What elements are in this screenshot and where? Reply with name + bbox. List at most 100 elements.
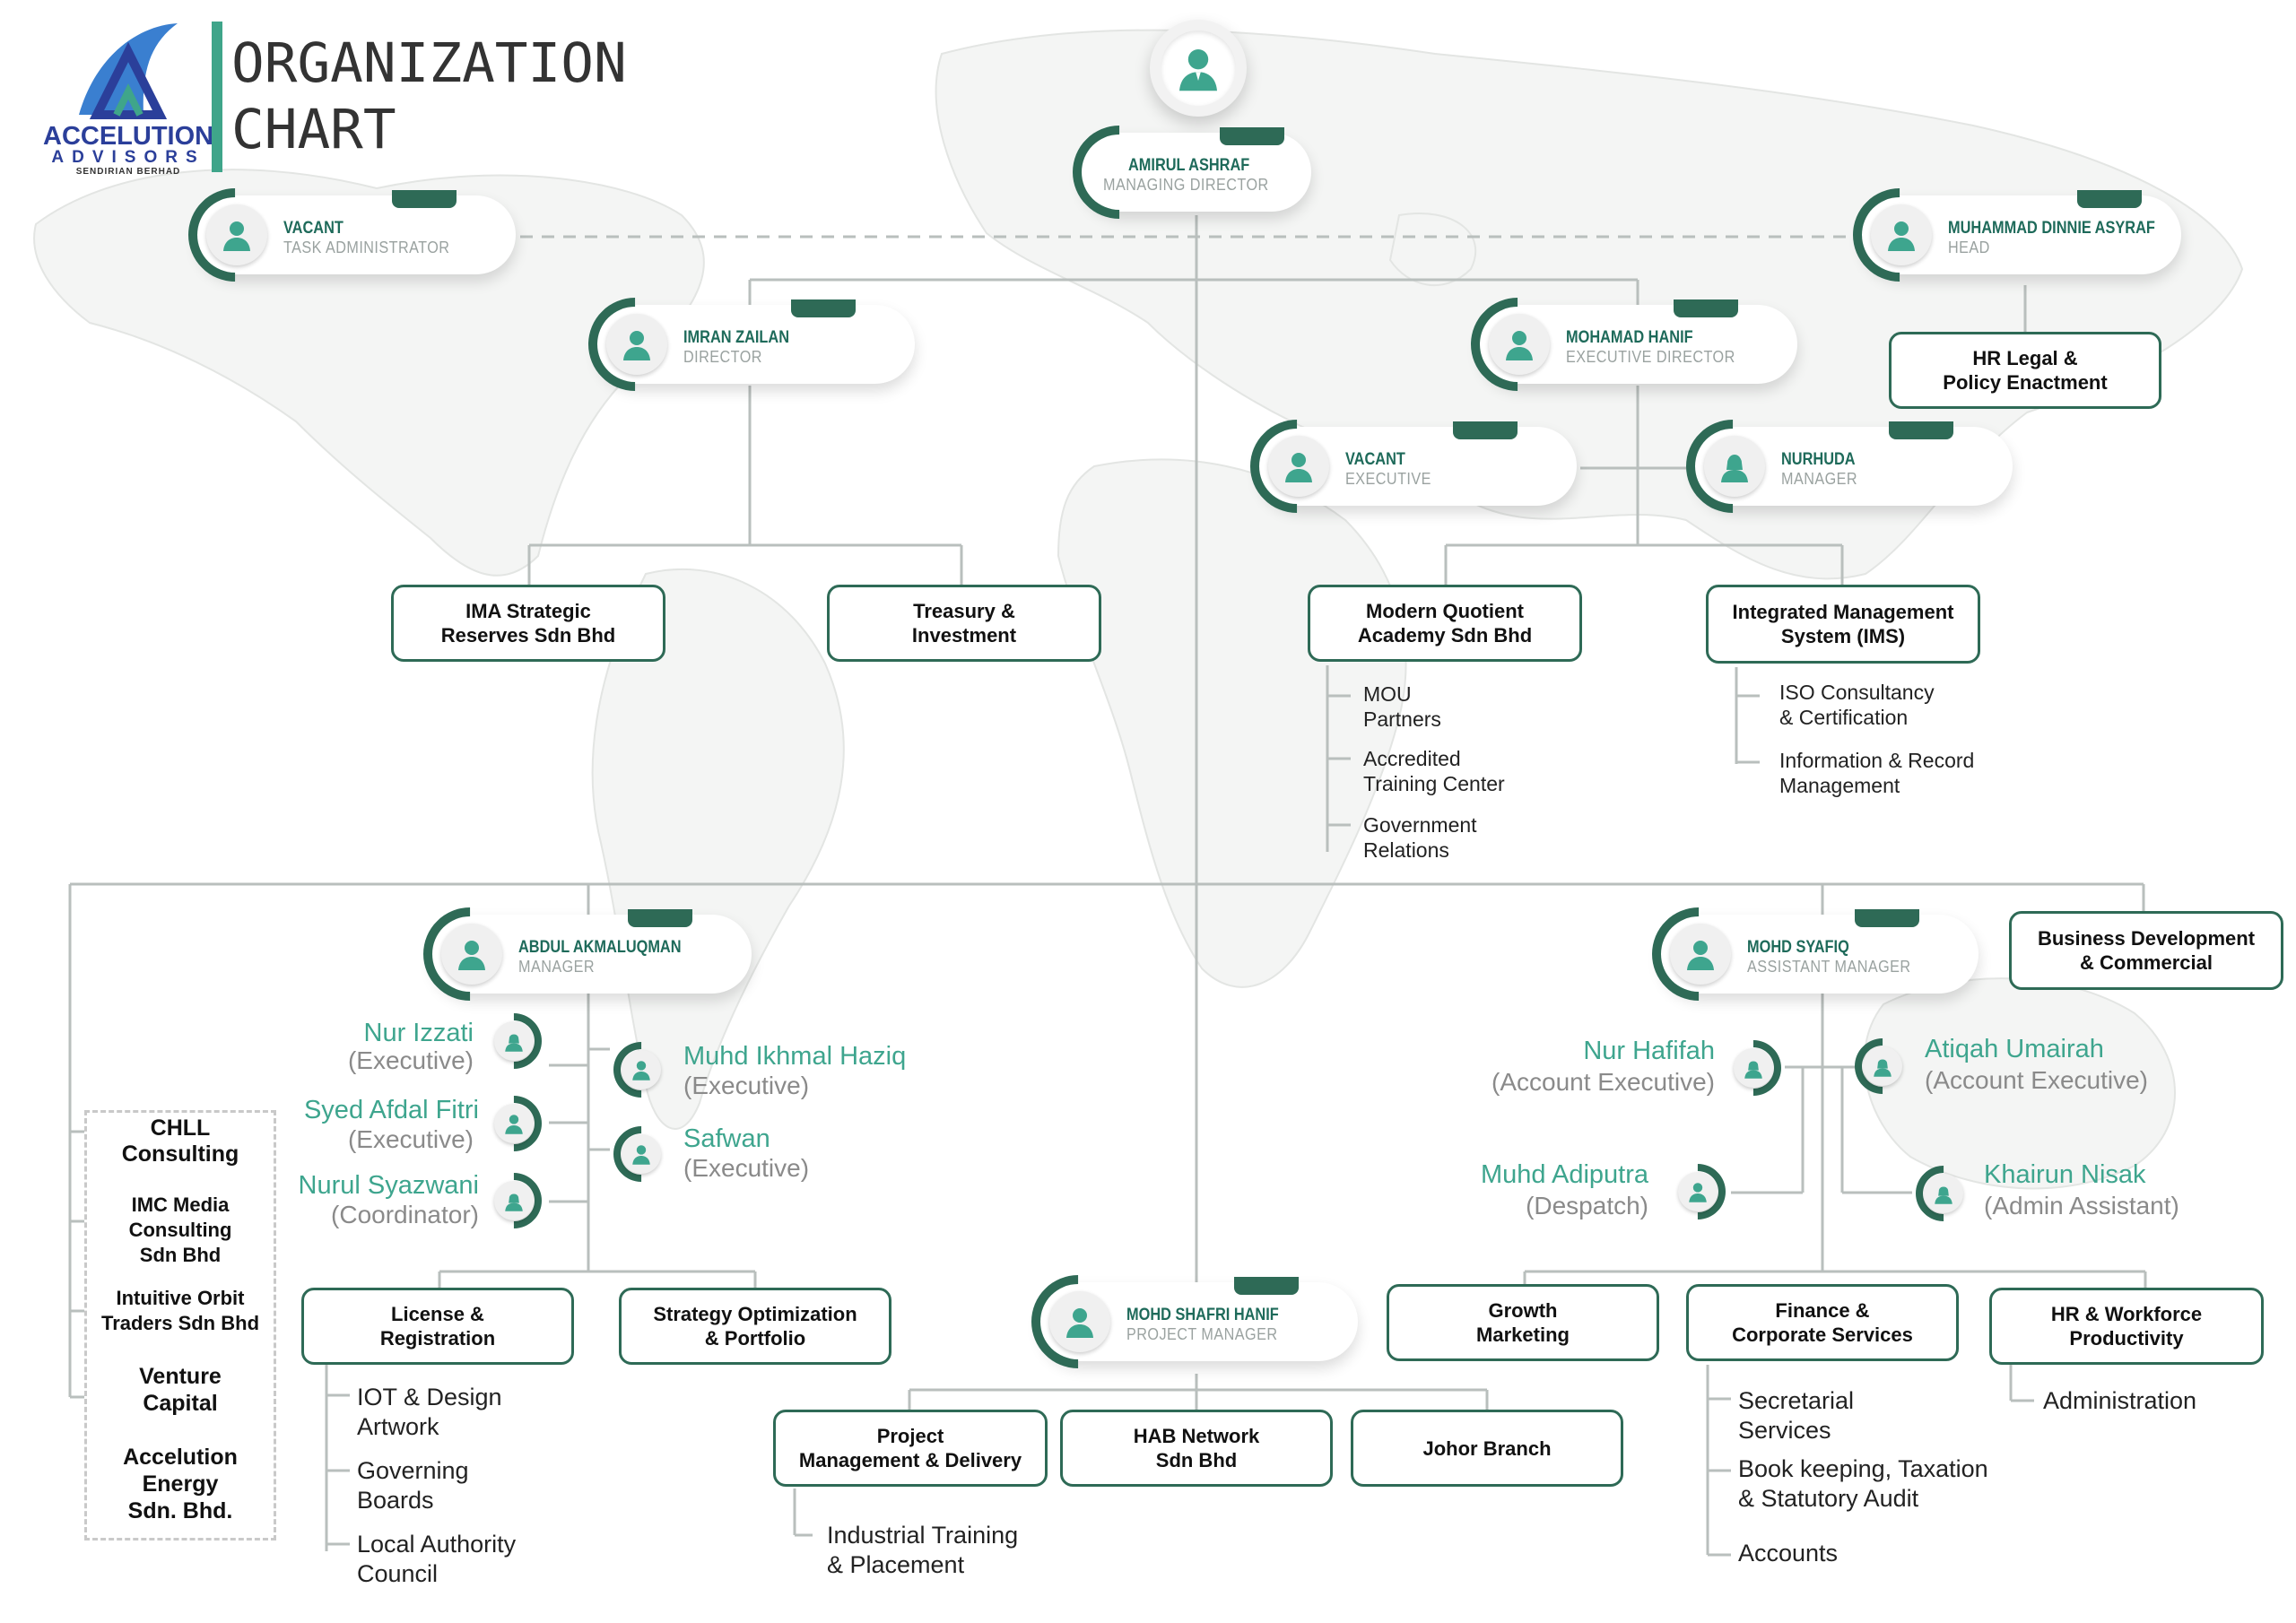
unit-license[interactable]: License & Registration: [301, 1288, 574, 1365]
company-logo: ACCELUTION ADVISORS SENDIRIAN BERHAD: [43, 16, 213, 178]
person-avatar: [606, 314, 667, 375]
person-avatar: [1489, 314, 1550, 375]
title-line2: CHART: [231, 98, 396, 161]
person-name: AMIRUL ASHRAF: [1128, 156, 1250, 175]
sub-item: Governing Boards: [357, 1457, 469, 1514]
unit-hr-legal[interactable]: HR Legal & Policy Enactment: [1889, 332, 2161, 409]
person-avatar: [1670, 924, 1731, 985]
person-avatar: [1268, 436, 1329, 497]
logo-line3: SENDIRIAN BERHAD: [75, 167, 181, 177]
unit-business-development[interactable]: Business Development & Commercial: [2009, 911, 2283, 990]
person-icon: [1506, 331, 1533, 360]
unit-johor-branch[interactable]: Johor Branch: [1351, 1410, 1623, 1487]
unit-hr-workforce[interactable]: HR & Workforce Productivity: [1989, 1288, 2264, 1365]
person-role: PROJECT MANAGER: [1126, 1325, 1278, 1343]
managing-director-avatar: [1150, 20, 1247, 117]
person-card-project-manager[interactable]: MOHD SHAFRI HANIF PROJECT MANAGER: [1012, 1255, 1358, 1388]
person-card-director[interactable]: IMRAN ZAILAN DIRECTOR: [569, 278, 915, 411]
affiliate-chll[interactable]: CHLL Consulting: [121, 1115, 239, 1167]
person-female-icon: [505, 1193, 523, 1211]
unit-project-management[interactable]: Project Management & Delivery: [773, 1410, 1048, 1487]
unit-label: Johor Branch: [1422, 1436, 1552, 1460]
unit-label: Growth Marketing: [1476, 1299, 1570, 1346]
title-accent-bar: [212, 22, 222, 172]
title-line1: ORGANIZATION: [231, 31, 627, 95]
person-card-executive[interactable]: VACANT EXECUTIVE: [1231, 400, 1577, 533]
person-avatar: [1704, 436, 1765, 497]
affiliate-accelution-energy[interactable]: Accelution Energy Sdn. Bhd.: [123, 1445, 238, 1523]
staff-role: (Executive): [347, 1046, 474, 1074]
sub-item: Accounts: [1738, 1540, 1839, 1567]
person-role: ASSISTANT MANAGER: [1747, 958, 1911, 976]
person-name: IMRAN ZAILAN: [683, 328, 789, 347]
sub-item: Secretarial Services: [1738, 1387, 1855, 1444]
person-card-manager-abdul[interactable]: ABDUL AKMALUQMAN MANAGER: [404, 888, 752, 1020]
unit-strategy[interactable]: Strategy Optimization & Portfolio: [619, 1288, 891, 1365]
staff-avatar: [1714, 1028, 1793, 1107]
unit-ims[interactable]: Integrated Management System (IMS): [1706, 585, 1980, 664]
person-icon: [632, 1061, 650, 1081]
staff-name: Safwan: [683, 1124, 770, 1153]
unit-finance[interactable]: Finance & Corporate Services: [1686, 1284, 1959, 1361]
person-name: ABDUL AKMALUQMAN: [518, 938, 682, 957]
unit-label: IMA Strategic Reserves Sdn Bhd: [440, 600, 616, 647]
sub-item: IOT & Design Artwork: [357, 1384, 502, 1440]
person-role: TASK ADMINISTRATOR: [283, 239, 450, 256]
unit-label: Integrated Management System (IMS): [1732, 601, 1954, 647]
sub-item: Book keeping, Taxation & Statutory Audit: [1738, 1455, 1988, 1512]
person-icon: [1066, 1308, 1093, 1338]
staff-name: Nur Izzati: [363, 1019, 474, 1047]
person-card-manager-nurhuda[interactable]: NURHUDA MANAGER: [1666, 400, 2013, 533]
unit-ima-strategic[interactable]: IMA Strategic Reserves Sdn Bhd: [391, 585, 665, 662]
person-female-icon: [505, 1034, 523, 1052]
sub-item: MOU Partners: [1363, 682, 1441, 731]
staff-role: (Executive): [683, 1072, 810, 1099]
person-role: MANAGING DIRECTOR: [1103, 176, 1269, 194]
staff-name: Muhd Adiputra: [1480, 1160, 1648, 1189]
sub-item: Administration: [2043, 1387, 2197, 1414]
staff-avatar: [1843, 1027, 1922, 1106]
staff-avatar: [474, 1161, 553, 1240]
staff-avatar: [474, 1084, 553, 1163]
person-name: VACANT: [283, 219, 344, 238]
staff-avatar: [1658, 1152, 1737, 1231]
sub-item: Local Authority Council: [357, 1531, 517, 1587]
person-role: EXECUTIVE: [1345, 470, 1431, 488]
staff-name: Nur Hafifah: [1583, 1037, 1715, 1065]
sub-item: Government Relations: [1363, 813, 1477, 862]
unit-treasury[interactable]: Treasury & Investment: [827, 585, 1101, 662]
affiliate-venture-capital[interactable]: Venture Capital: [139, 1364, 222, 1416]
staff-role: (Coordinator): [331, 1201, 479, 1228]
person-card-head[interactable]: MUHAMMAD DINNIE ASYRAF HEAD: [1833, 169, 2181, 301]
person-card-asst-manager[interactable]: MOHD SYAFIQ ASSISTANT MANAGER: [1632, 888, 1979, 1020]
person-card-task-admin[interactable]: VACANT TASK ADMINISTRATOR: [169, 169, 516, 301]
unit-mqa[interactable]: Modern Quotient Academy Sdn Bhd: [1308, 585, 1582, 662]
person-icon: [1285, 453, 1312, 482]
staff-role: (Executive): [683, 1154, 810, 1182]
unit-label: Strategy Optimization & Portfolio: [653, 1303, 857, 1350]
unit-growth-marketing[interactable]: Growth Marketing: [1387, 1284, 1659, 1361]
affiliates-group: [84, 1110, 276, 1541]
person-icon: [623, 331, 650, 360]
affiliate-intuitive-orbit[interactable]: Intuitive Orbit Traders Sdn Bhd: [100, 1287, 260, 1334]
person-card-exec-director[interactable]: MOHAMAD HANIF EXECUTIVE DIRECTOR: [1451, 278, 1797, 411]
staff-avatar: [602, 1030, 681, 1109]
unit-label: HR & Workforce Productivity: [2050, 1303, 2203, 1350]
person-name: MUHAMMAD DINNIE ASYRAF: [1948, 219, 2155, 238]
person-name: MOHD SYAFIQ: [1747, 938, 1849, 957]
staff-avatar: [602, 1115, 681, 1193]
person-card-md[interactable]: AMIRUL ASHRAF MANAGING DIRECTOR: [1053, 106, 1311, 239]
person-name: MOHD SHAFRI HANIF: [1126, 1306, 1279, 1324]
unit-hab-network[interactable]: HAB Network Sdn Bhd: [1060, 1410, 1333, 1487]
staff-name: Syed Afdal Fitri: [303, 1096, 479, 1124]
affiliate-imc-media[interactable]: IMC Media Consulting Sdn Bhd: [128, 1193, 232, 1266]
person-icon: [1689, 1183, 1707, 1202]
person-icon: [505, 1115, 523, 1134]
person-icon: [223, 221, 250, 251]
staff-name: Atiqah Umairah: [1925, 1035, 2104, 1063]
page-title: ORGANIZATION CHART: [231, 30, 627, 163]
person-avatar: [1049, 1291, 1110, 1352]
person-female-icon: [1935, 1186, 1952, 1204]
sub-item: Accredited Training Center: [1363, 747, 1505, 795]
